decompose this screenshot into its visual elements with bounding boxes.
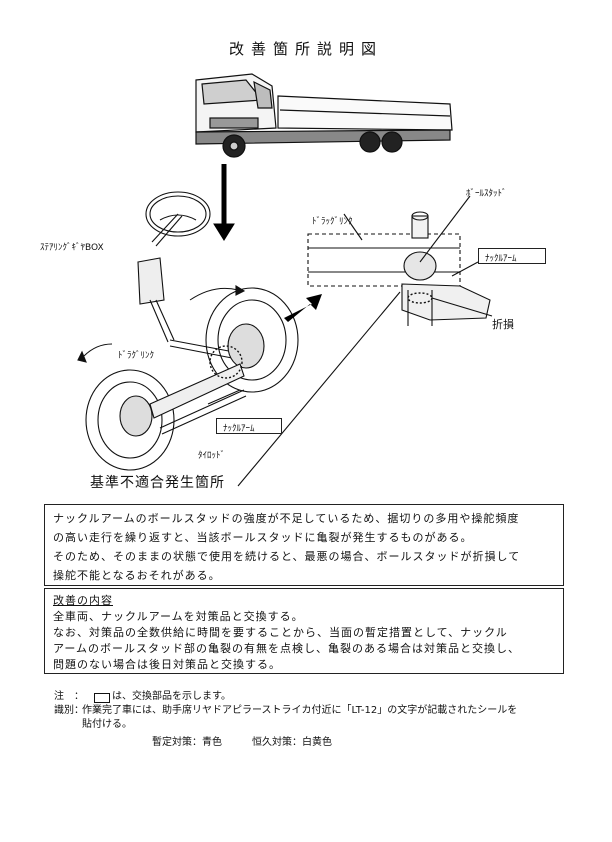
defect-description-box: ナックルアームのボールスタッドの強度が不足しているため、据切りの多用や操舵頻度 … xyxy=(44,504,564,586)
improvement-line-2: なお、対策品の全数供給に時間を要することから、当面の暫定措置として、ナックル xyxy=(53,626,508,639)
down-arrow xyxy=(213,164,235,241)
replacement-part-marker-icon xyxy=(94,693,110,703)
axle-assembly xyxy=(77,285,299,471)
identification-label: 識別： xyxy=(54,705,84,716)
label-nonconformity-location: 基準不適合発生箇所 xyxy=(90,475,225,491)
temporary-measure-color: 暫定対策：青色 xyxy=(152,737,222,748)
defect-line-1: ナックルアームのボールスタッドの強度が不足しているため、据切りの多用や操舵頻度 xyxy=(53,512,520,525)
page-title: 改善箇所説明図 xyxy=(228,40,383,58)
steering-assembly xyxy=(137,191,235,359)
label-breakage: 折損 xyxy=(492,318,514,331)
improvement-line-1: 全車両、ナックルアームを対策品と交換する。 xyxy=(53,610,304,623)
label-steering-gear-box: ｽﾃｱﾘﾝｸﾞｷﾞﾔBOX xyxy=(40,243,104,253)
defect-line-4: 操舵不能となるおそれがある。 xyxy=(53,569,221,582)
improvement-line-3: アームのボールスタッド部の亀裂の有無を点検し、亀裂のある場合は対策品と交換し、 xyxy=(53,642,521,655)
permanent-measure-color: 恒久対策：白黄色 xyxy=(252,737,332,748)
label-knuckle-arm-boxed: ﾅｯｸﾙｱｰﾑ xyxy=(216,418,282,434)
label-drag-link-detail: ﾄﾞﾗｯｸﾞﾘﾝｸ xyxy=(312,217,353,227)
label-knuckle-arm-detail-boxed: ﾅｯｸﾙｱｰﾑ xyxy=(478,248,546,264)
defect-line-3: そのため、そのままの状態で使用を続けると、最悪の場合、ボールスタッドが折損して xyxy=(53,550,521,563)
label-tie-rod: ﾀｲﾛｯﾄﾞ xyxy=(198,451,226,461)
label-ball-stud: ﾎﾞｰﾙｽﾀｯﾄﾞ xyxy=(466,189,507,199)
detail-drawing xyxy=(237,195,493,487)
improvement-line-4: 問題のない場合は後日対策品と交換する。 xyxy=(53,658,281,671)
identification-line-2: 貼付ける。 xyxy=(82,719,132,730)
identification-line-1: 作業完了車には、助手席リヤドアピラーストライカ付近に「LT-12」の文字が記載さ… xyxy=(82,705,518,716)
truck-illustration xyxy=(195,73,453,158)
note-text: は、交換部品を示します。 xyxy=(112,691,231,702)
defect-line-2: の高い走行を繰り返すと、当該ボールスタッドに亀裂が発生するものがある。 xyxy=(53,531,473,544)
improvement-heading: 改善の内容 xyxy=(53,594,113,607)
note-label: 注 ： xyxy=(54,691,84,702)
right-arrow xyxy=(284,294,322,322)
improvement-box: 改善の内容 全車両、ナックルアームを対策品と交換する。 なお、対策品の全数供給に… xyxy=(44,588,564,674)
label-drag-link: ﾄﾞﾗｸﾞﾘﾝｸ xyxy=(118,351,155,361)
